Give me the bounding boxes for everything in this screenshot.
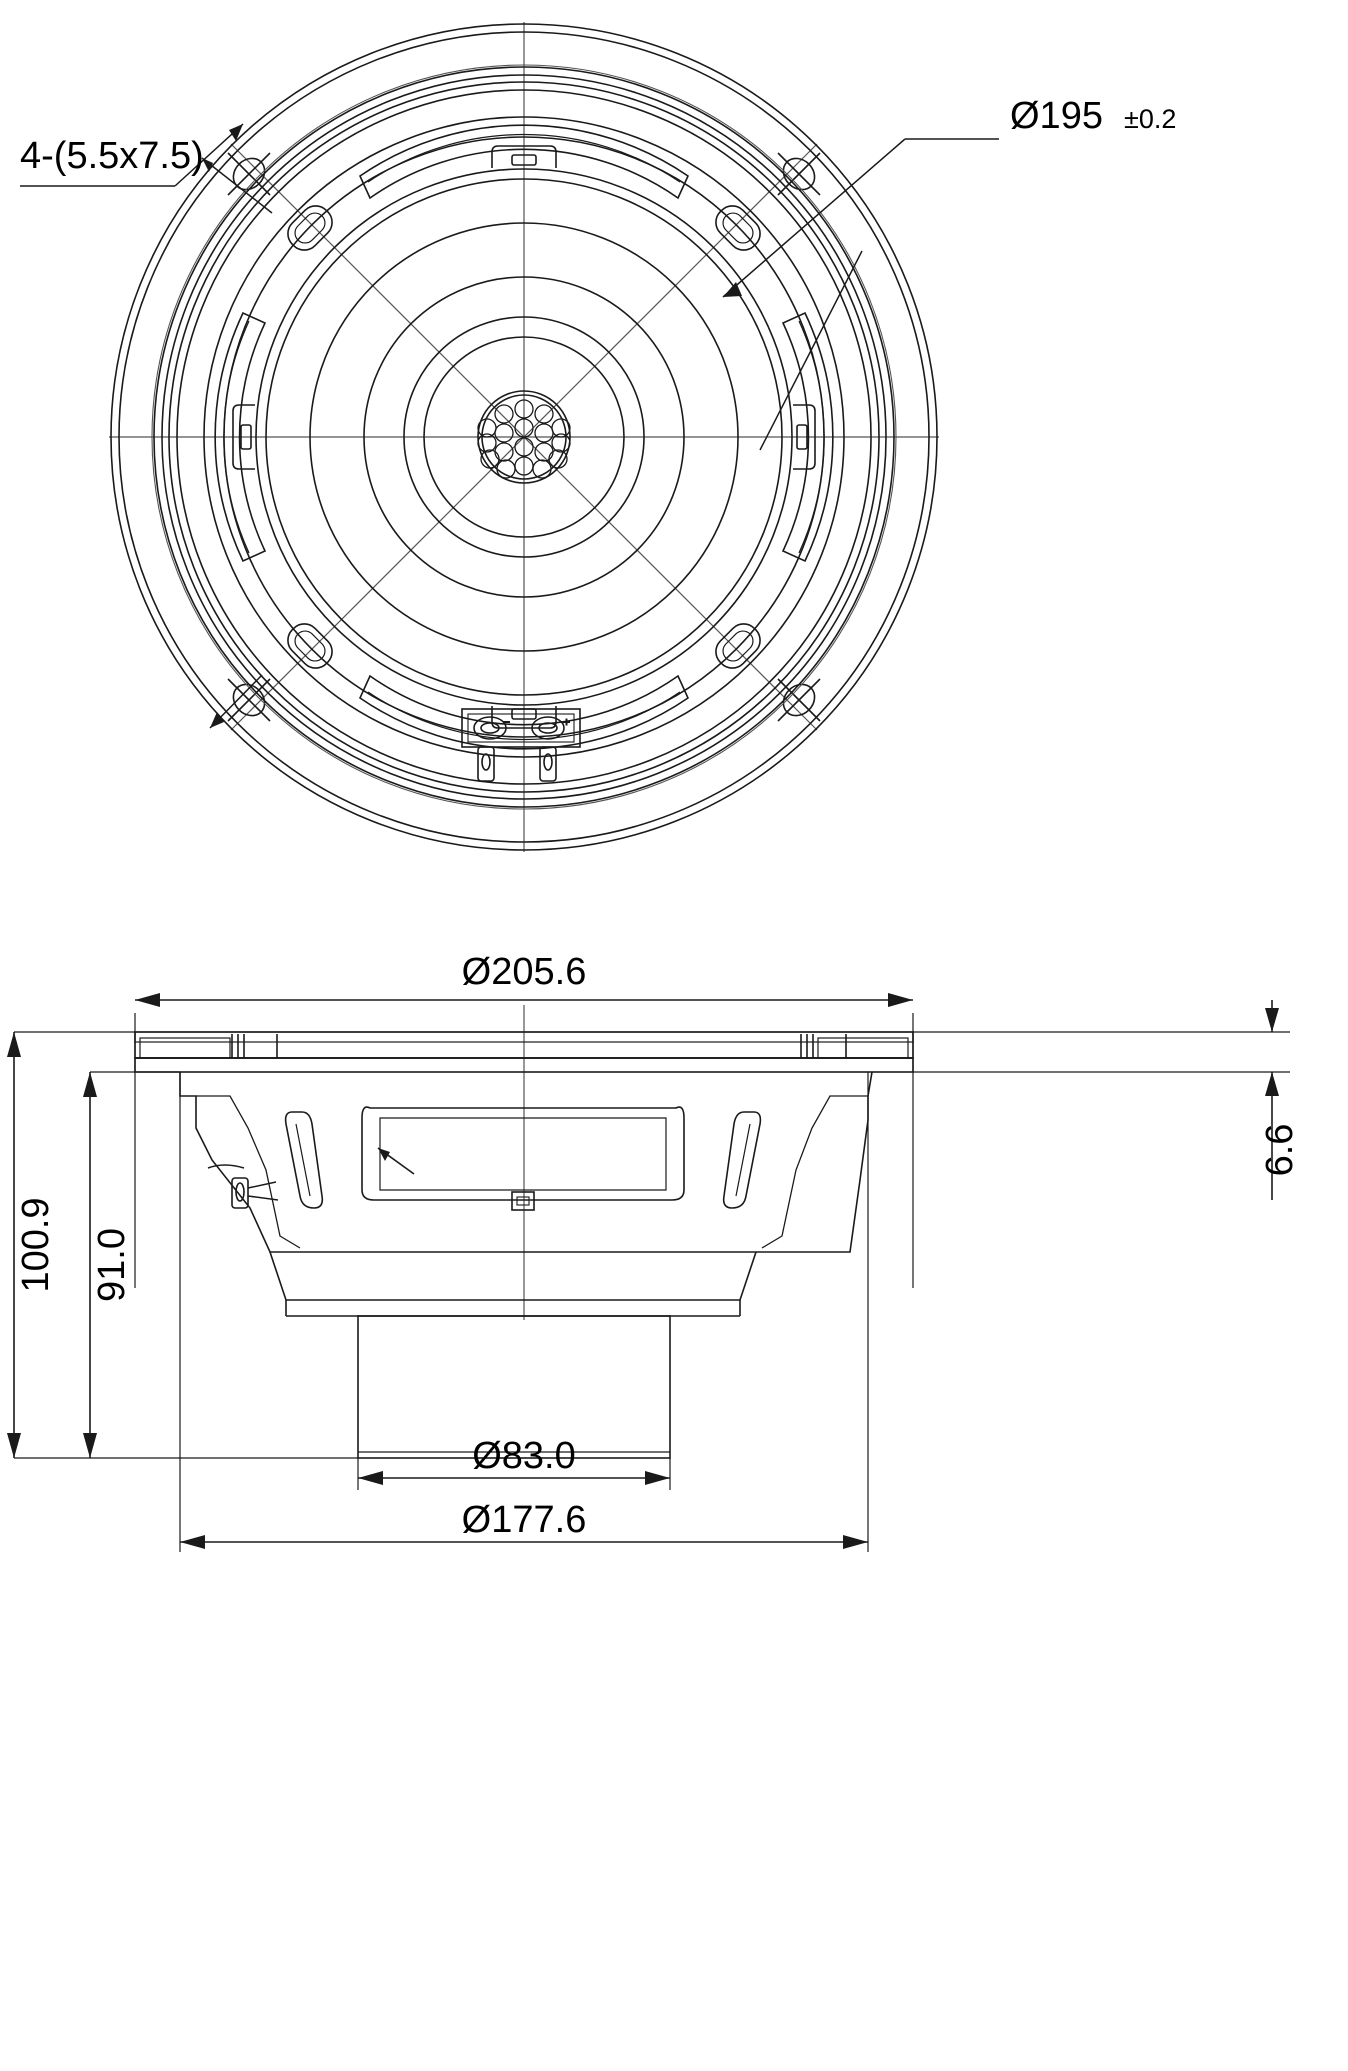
rib-top	[358, 124, 690, 200]
side-view-dimensions	[7, 993, 1290, 1552]
top-view-annotations	[20, 123, 999, 729]
rim-circle-outer	[110, 23, 938, 851]
cone-detail-arrow	[377, 1147, 415, 1175]
bolt-circle-label-group: Ø195 ±0.2	[1010, 95, 1176, 137]
bolt-circle	[151, 64, 897, 810]
rib-bottom	[358, 674, 690, 750]
flange-tabs	[232, 145, 816, 729]
surround-inner-2	[265, 178, 783, 696]
dim-label-outer-diameter: Ø205.6	[462, 951, 587, 993]
dim-outer-diameter	[134, 993, 914, 1288]
dim-label-overall-height: 100.9	[15, 1197, 57, 1292]
hole-callout-label: 4-(5.5x7.5)	[20, 135, 204, 177]
dim-body-height	[83, 1071, 358, 1459]
surround-outer	[203, 116, 845, 758]
rib-diag-tr	[715, 205, 761, 251]
flange-tab-left	[232, 404, 255, 470]
mounting-hole-tl	[227, 152, 271, 196]
mounting-hole-tr	[777, 152, 821, 196]
cone-window	[361, 1106, 685, 1201]
mounting-hole-br	[777, 678, 821, 722]
magnet-block	[357, 1315, 671, 1459]
rim-circle-6	[176, 89, 872, 785]
dim-label-body-height: 91.0	[91, 1228, 133, 1302]
side-slot-left	[284, 1111, 324, 1209]
dim-magnet-diameter	[357, 1458, 671, 1490]
bolt-circle-leader	[722, 138, 999, 451]
rib-left	[214, 311, 267, 563]
cone-ring-1	[309, 222, 739, 652]
basket-ribs-long	[214, 124, 834, 750]
rim-circle-2	[118, 31, 930, 843]
terminal-negative	[473, 716, 507, 740]
rib-diag-br	[715, 623, 761, 669]
center-detail	[511, 1191, 535, 1211]
rim-circle-5	[168, 81, 880, 793]
dim-label-magnet-diameter: Ø83.0	[472, 1435, 576, 1477]
rib-diag-tl	[287, 205, 333, 251]
terminal-block	[461, 708, 581, 782]
terminal-lug-left	[477, 746, 495, 782]
outer-rim-rings	[110, 23, 938, 851]
surround-inner	[255, 168, 793, 706]
rim-circle-4	[161, 74, 887, 800]
terminal-body	[461, 708, 581, 748]
terminal-positive	[531, 716, 565, 740]
cone-ring-2	[363, 276, 685, 598]
dim-label-flange-thickness: 6.6	[1259, 1124, 1301, 1177]
basket-outline-left	[179, 1071, 873, 1253]
flange-tab-top	[491, 145, 557, 168]
top-view	[109, 22, 939, 852]
magnet-top-taper	[269, 1251, 757, 1301]
hole-callout-leader	[20, 123, 273, 729]
bolt-circle-tolerance: ±0.2	[1124, 104, 1176, 134]
dust-cap-outline	[477, 390, 571, 484]
mounting-hole-bl	[227, 678, 271, 722]
terminal-tabs-side	[207, 1164, 279, 1209]
basket-body	[179, 1071, 873, 1253]
flange-tab-right	[793, 404, 816, 470]
cone-ring-3	[403, 316, 645, 558]
cone-ring-4	[423, 336, 625, 538]
dim-overall-height	[7, 1031, 135, 1459]
basket-ribs-diagonal	[287, 205, 761, 669]
rib-right	[781, 311, 834, 563]
terminal-lug-right	[539, 746, 557, 782]
dim-label-flange-diameter: Ø177.6	[462, 1499, 587, 1541]
dust-cap-mesh	[477, 399, 571, 479]
rim-circle-3	[153, 66, 895, 808]
side-slot-right	[722, 1111, 762, 1209]
bolt-circle-label: Ø195	[1010, 95, 1103, 137]
magnet-assembly	[269, 1251, 757, 1459]
dust-cap-inner	[481, 394, 567, 480]
cone-rings	[309, 222, 739, 652]
dim-flange-thickness	[913, 1000, 1290, 1200]
dim-flange-diameter	[179, 1072, 869, 1552]
rib-diag-bl	[287, 623, 333, 669]
dust-cap	[477, 390, 571, 484]
